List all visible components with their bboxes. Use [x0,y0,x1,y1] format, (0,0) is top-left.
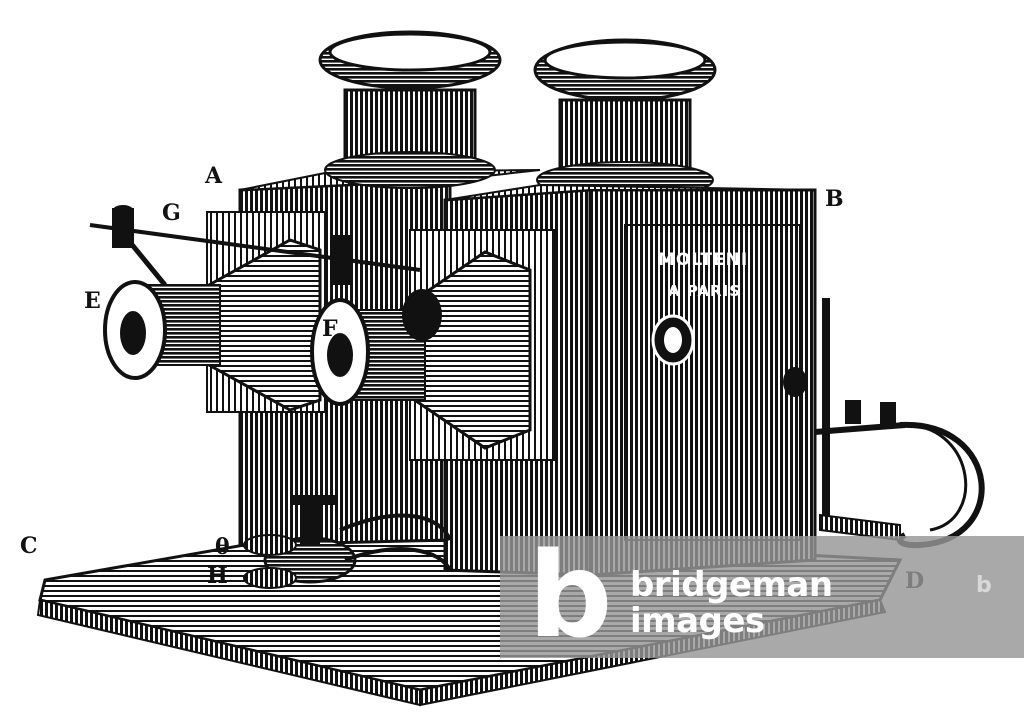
watermark-band [500,536,1024,658]
label-g: G [162,200,181,226]
chimney-left [318,30,502,189]
label-theta: θ [215,534,230,560]
objective-lens-right [310,229,556,461]
label-h: H [207,563,228,589]
gas-pipe [814,298,985,549]
maker-plate-city: A PARIS [668,282,741,300]
label-b: B [825,186,844,212]
gas-regulator [243,495,452,589]
label-f: F [322,316,338,342]
watermark-line-1: bridgeman [630,565,833,605]
label-c: C [20,533,38,559]
watermark-small-logo-icon: b [976,573,992,598]
label-a: A [205,163,223,189]
maker-plate-name: MOLTENI [658,250,749,270]
watermark-line-2: images [630,601,765,641]
chimney-right [533,38,717,199]
watermark-logo-icon: b [528,526,613,664]
dissolver-rod [89,205,421,287]
label-e: E [84,288,101,314]
objective-lens-left [103,211,328,413]
